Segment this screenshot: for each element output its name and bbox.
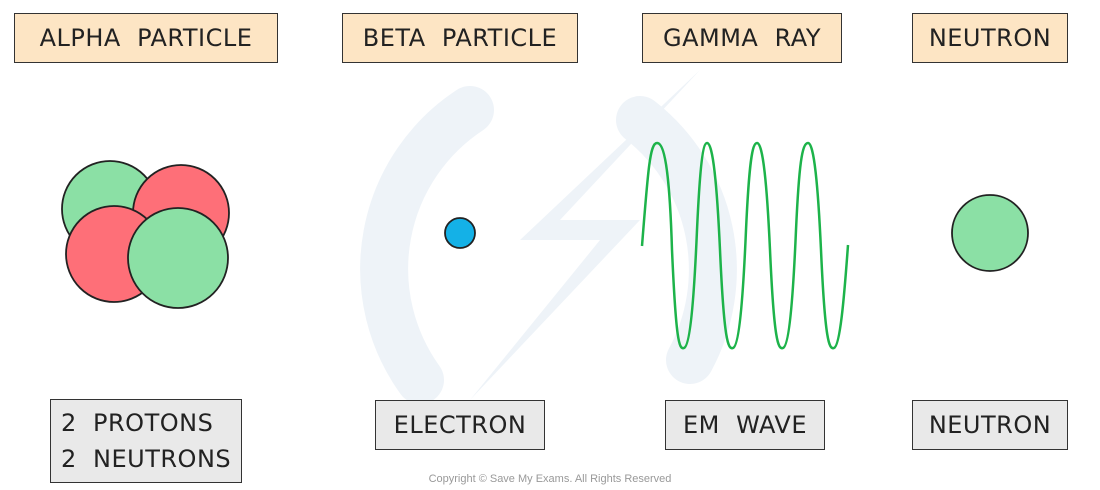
neutron-title: NEUTRON xyxy=(912,13,1068,63)
neutron-description: NEUTRON xyxy=(912,400,1068,450)
gamma-ray-description: EM WAVE xyxy=(665,400,825,450)
alpha-particle xyxy=(61,160,230,309)
beta-particle-description: ELECTRON xyxy=(375,400,545,450)
electron-circle xyxy=(444,217,476,249)
alpha-particle-description: 2 PROTONS 2 NEUTRONS xyxy=(50,399,242,483)
beta-particle-title: BETA PARTICLE xyxy=(342,13,578,63)
alpha-particle-title: ALPHA PARTICLE xyxy=(14,13,278,63)
neutron-circle xyxy=(951,194,1029,272)
alpha-neutrons-text: 2 NEUTRONS xyxy=(61,445,232,473)
gamma-ray-title: GAMMA RAY xyxy=(642,13,842,63)
em-wave xyxy=(640,141,850,350)
neutron-circle xyxy=(127,207,229,309)
copyright-notice: Copyright © Save My Exams. All Rights Re… xyxy=(428,473,672,485)
alpha-protons-text: 2 PROTONS xyxy=(61,409,214,437)
